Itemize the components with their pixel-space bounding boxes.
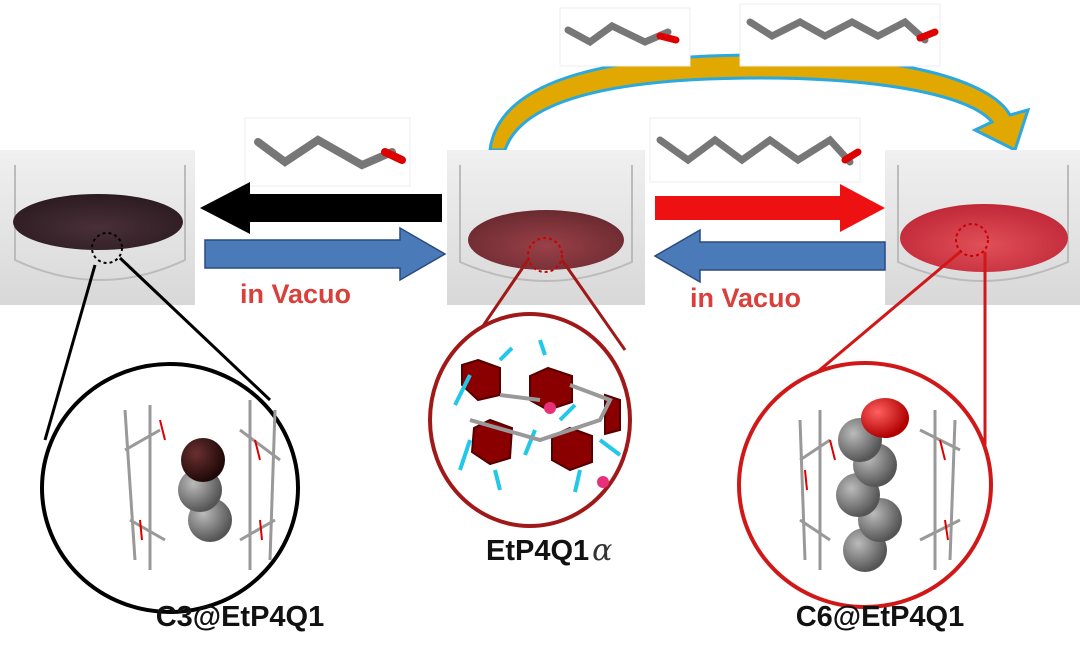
c3-compound-label: C3@EtP4Q1 <box>156 601 325 633</box>
adsorb-c6-arrow <box>655 184 885 232</box>
hexanal-molecule <box>649 117 862 183</box>
c6-compound-label: C6@EtP4Q1 <box>796 601 965 633</box>
c3-host-guest-structure <box>40 362 300 614</box>
propanal-molecule <box>244 117 411 187</box>
adsorb-c3-arrow <box>200 182 442 234</box>
in-vacuo-right-label: in Vacuo <box>690 283 801 313</box>
vial-c6 <box>885 150 1080 305</box>
vacuum-arrow-right <box>653 228 886 284</box>
propanal-molecule-top <box>559 7 691 67</box>
in-vacuo-left-label: in Vacuo <box>240 279 351 309</box>
vial-etp4q1 <box>447 150 645 305</box>
c6-host-guest-structure <box>737 361 993 609</box>
center-compound-phase: α <box>592 533 612 568</box>
center-compound-name: EtP4Q1 <box>486 535 589 567</box>
etp4q1-alpha-structure <box>428 312 632 528</box>
vacuum-arrow-left <box>204 226 447 282</box>
hexanal-molecule-top <box>739 3 941 67</box>
vial-c3 <box>0 150 195 305</box>
